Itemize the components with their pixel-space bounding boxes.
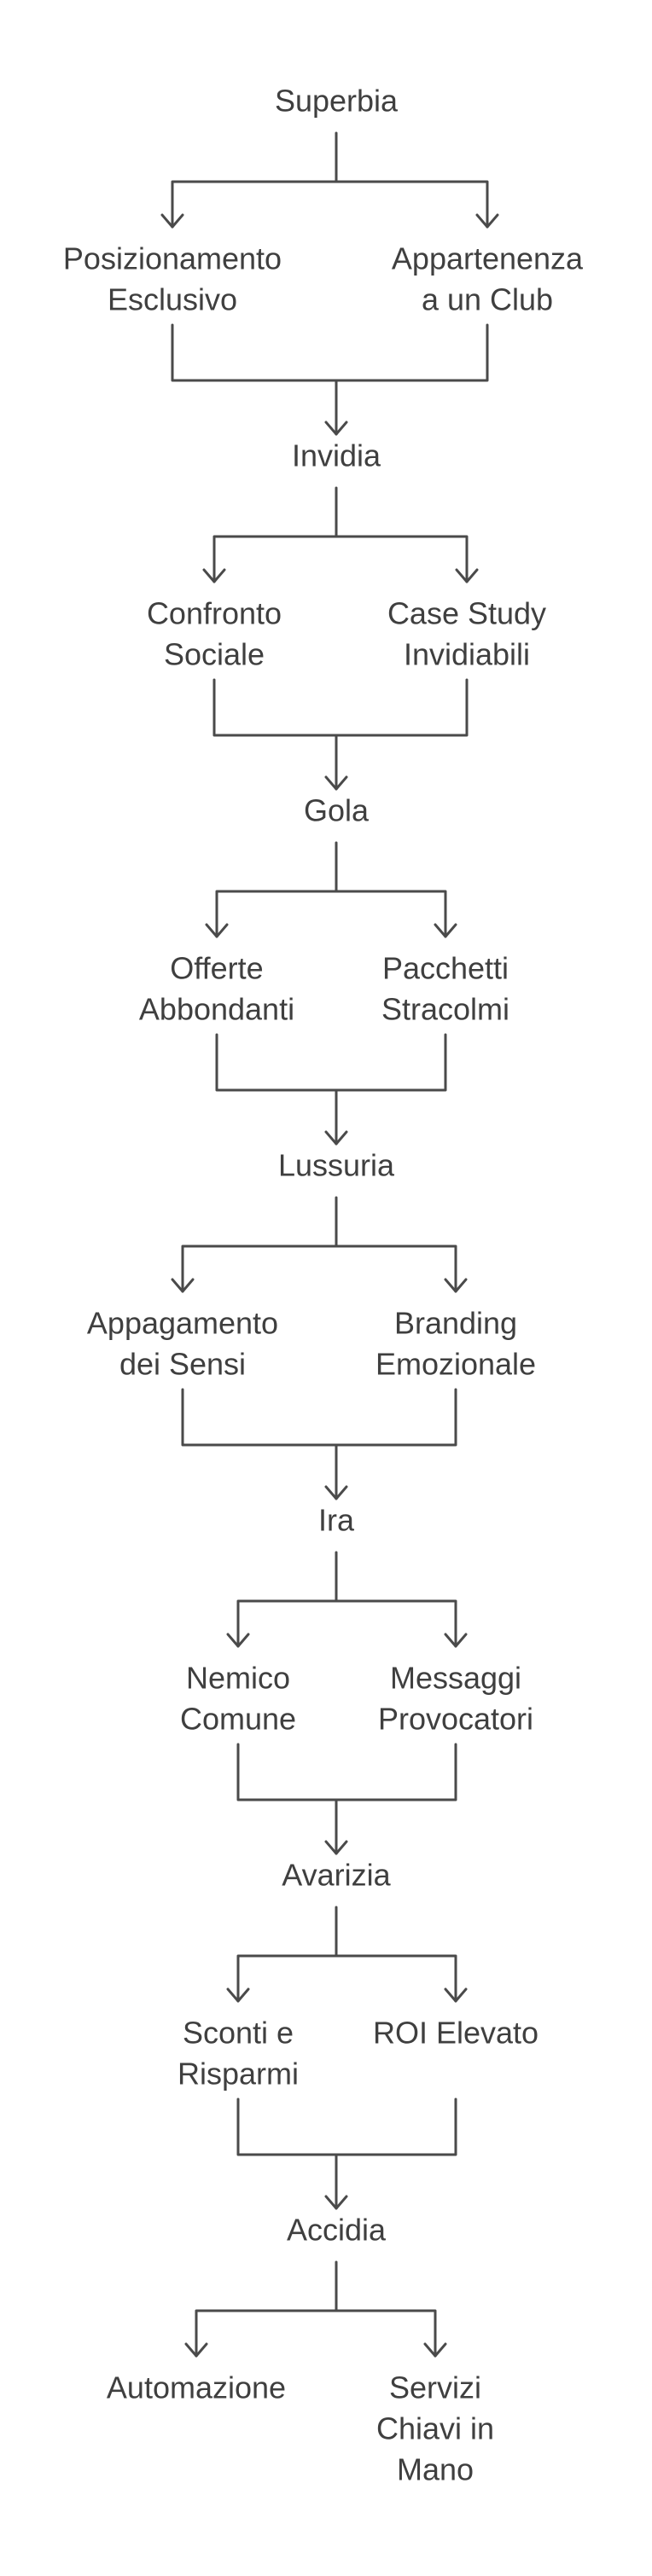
- arrow-head-merge-superbia: [324, 421, 348, 436]
- child-label-accidia-right: Servizi: [389, 2370, 481, 2405]
- child-label-invidia-right: Invidiabili: [404, 637, 530, 672]
- child-label-ira-left: Nemico: [186, 1661, 290, 1696]
- arrow-head-merge-avarizia: [324, 2195, 348, 2210]
- sin-node-avarizia: Avarizia: [282, 1858, 391, 1893]
- child-label-lussuria-left: dei Sensi: [119, 1347, 246, 1382]
- child-label-ira-left: Comune: [180, 1702, 296, 1737]
- arrow-head-right-superbia: [475, 213, 499, 229]
- fork-branch-superbia: [171, 180, 489, 229]
- merge-branch-gola: [215, 1033, 447, 1092]
- fork-branch-lussuria: [181, 1244, 457, 1293]
- child-label-avarizia-left: Sconti e: [183, 2016, 294, 2051]
- child-label-superbia-left: Esclusivo: [108, 282, 237, 317]
- fork-branch-invidia: [212, 535, 469, 583]
- child-label-ira-right: Provocatori: [378, 1702, 533, 1737]
- child-label-avarizia-right: ROI Elevato: [373, 2016, 538, 2051]
- child-label-accidia-right: Mano: [397, 2452, 474, 2487]
- arrow-head-merge-gola: [324, 1130, 348, 1146]
- merge-branch-avarizia: [236, 2097, 457, 2156]
- arrow-head-left-superbia: [160, 213, 184, 229]
- arrow-head-merge-ira: [324, 1840, 348, 1855]
- sin-node-lussuria: Lussuria: [278, 1148, 395, 1183]
- child-label-lussuria-left: Appagamento: [87, 1306, 278, 1341]
- child-label-lussuria-right: Branding: [394, 1306, 517, 1341]
- merge-branch-lussuria: [181, 1388, 457, 1447]
- child-label-lussuria-right: Emozionale: [375, 1347, 536, 1382]
- sin-node-invidia: Invidia: [292, 438, 381, 473]
- arrow-head-left-gola: [205, 923, 229, 938]
- merge-branch-invidia: [212, 678, 469, 737]
- child-label-gola-right: Pacchetti: [382, 951, 509, 986]
- merge-branch-ira: [236, 1743, 457, 1801]
- child-label-accidia-left: Automazione: [107, 2370, 286, 2405]
- arrow-head-right-gola: [434, 923, 457, 938]
- arrow-head-left-avarizia: [226, 1987, 250, 2003]
- arrow-head-left-invidia: [202, 568, 226, 583]
- child-label-superbia-right: Appartenenza: [392, 241, 584, 276]
- arrow-head-merge-invidia: [324, 775, 348, 791]
- child-label-invidia-right: Case Study: [387, 596, 546, 631]
- child-label-superbia-right: a un Club: [422, 282, 553, 317]
- fork-branch-ira: [236, 1599, 457, 1648]
- arrow-head-right-lussuria: [444, 1278, 468, 1293]
- merge-branch-superbia: [171, 323, 489, 382]
- arrow-head-left-ira: [226, 1633, 250, 1648]
- sin-node-superbia: Superbia: [275, 84, 399, 119]
- child-label-gola-right: Stracolmi: [381, 992, 509, 1027]
- child-label-superbia-left: Posizionamento: [63, 241, 282, 276]
- sin-node-ira: Ira: [318, 1503, 355, 1538]
- arrow-head-merge-lussuria: [324, 1485, 348, 1500]
- fork-branch-avarizia: [236, 1954, 457, 2003]
- child-label-avarizia-left: Risparmi: [178, 2057, 299, 2092]
- fork-branch-accidia: [195, 2309, 437, 2358]
- arrow-head-right-avarizia: [444, 1987, 468, 2003]
- sin-node-accidia: Accidia: [287, 2213, 387, 2248]
- fork-branch-gola: [215, 890, 447, 938]
- child-label-invidia-left: Sociale: [164, 637, 265, 672]
- child-label-invidia-left: Confronto: [147, 596, 282, 631]
- child-label-gola-left: Abbondanti: [139, 992, 294, 1027]
- child-label-accidia-right: Chiavi in: [376, 2411, 494, 2446]
- arrow-head-right-invidia: [455, 568, 479, 583]
- child-label-gola-left: Offerte: [170, 951, 263, 986]
- sin-node-gola: Gola: [304, 793, 370, 828]
- child-label-ira-right: Messaggi: [390, 1661, 521, 1696]
- arrow-head-left-accidia: [184, 2342, 208, 2358]
- arrow-head-left-lussuria: [171, 1278, 195, 1293]
- arrow-head-right-accidia: [423, 2342, 447, 2358]
- arrow-head-right-ira: [444, 1633, 468, 1648]
